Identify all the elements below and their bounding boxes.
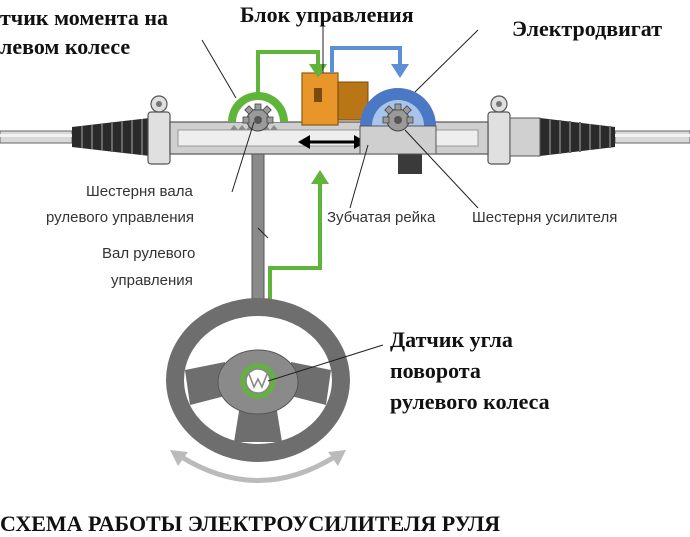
rack-label: Зубчатая рейка	[327, 209, 436, 226]
rack-housing	[169, 121, 489, 155]
rotation-arrow	[170, 450, 346, 483]
vw-logo-icon	[240, 363, 276, 399]
torque-sensor-label-line1: тчик момента на	[0, 5, 168, 30]
right-boot	[540, 118, 615, 156]
right-mount	[487, 95, 541, 165]
torque-sensor-label-line2: левом колесе	[0, 34, 130, 59]
angle-sensor-label-line1: Датчик угла	[390, 327, 513, 352]
left-mount	[147, 95, 171, 165]
electric-motor-label: Электродвигат	[512, 16, 662, 41]
motor-power-arrow	[330, 46, 409, 78]
steering-shaft-gear-label-line1: Шестерня вала	[86, 183, 193, 200]
steering-shaft-gear-label-line2: рулевого управления	[46, 209, 194, 226]
steering-shaft-label-line1: Вал рулевого	[102, 245, 195, 262]
angle-sensor-label-line3: рулевого колеса	[390, 389, 550, 414]
left-tie-rod	[0, 130, 73, 144]
angle-sensor-label-line2: поворота	[390, 358, 481, 383]
angle-signal-arrow	[268, 170, 329, 305]
steering-shaft-label-line2: управления	[111, 272, 193, 289]
control-unit-label: Блок управления	[240, 2, 414, 27]
booster-gear-label: Шестерня усилителя	[472, 209, 617, 226]
right-tie-rod	[614, 130, 690, 144]
control-unit-box	[301, 72, 422, 174]
leader-lines	[201, 26, 479, 382]
booster-gear-icon	[382, 103, 414, 132]
diagram-title: СХЕМА РАБОТЫ ЭЛЕКТРОУСИЛИТЕЛЯ РУЛЯ	[0, 511, 500, 536]
left-boot	[72, 118, 150, 156]
